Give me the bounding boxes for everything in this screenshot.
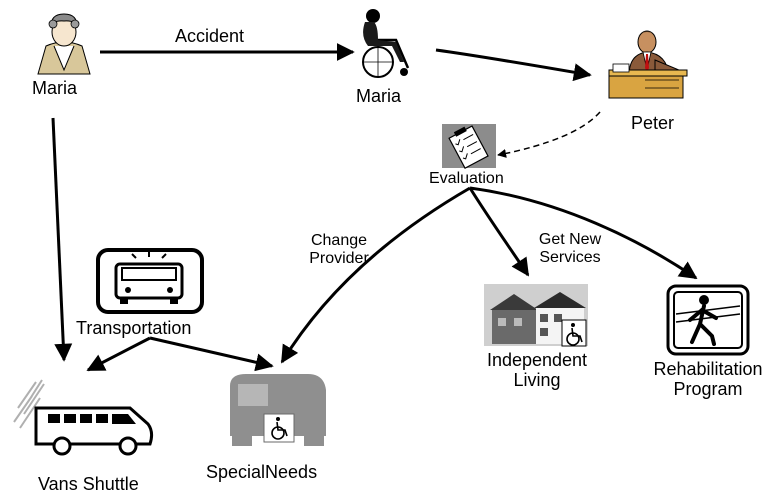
change-provider-line-1: Change — [310, 232, 368, 249]
man-at-desk-icon — [608, 30, 688, 99]
arrows — [51, 43, 698, 372]
arrow-evaluation-to-independent — [468, 187, 530, 277]
arrow-transport-to-vans — [86, 336, 151, 372]
bus-sign-icon — [96, 248, 204, 314]
edge-accident-label: Accident — [175, 26, 245, 46]
arrow-wheelchair-to-peter — [435, 48, 592, 82]
get-new-services-line-2: Services — [539, 249, 601, 266]
arrow-peter-to-evaluation — [497, 111, 601, 158]
rehab-line-2: Program — [673, 379, 743, 399]
woman-in-wheelchair-icon — [362, 9, 410, 78]
house-wheelchair-icon — [484, 284, 588, 347]
arrow-evaluation-to-specialneeds — [280, 186, 471, 364]
accessible-van-icon — [230, 374, 326, 446]
arrow-maria-to-vans — [51, 117, 73, 362]
arrow-evaluation-to-rehab — [469, 186, 698, 280]
walking-person-icon — [666, 284, 750, 356]
node-transportation-label: Transportation — [76, 318, 192, 338]
node-evaluation-label: Evaluation — [429, 170, 504, 187]
rehab-line-1: Rehabilitation — [653, 359, 763, 379]
arrow-transport-to-specialneeds — [149, 336, 274, 372]
get-new-services-line-1: Get New — [538, 231, 602, 248]
clipboard-checklist-icon — [442, 124, 496, 170]
edge-get-new-services-label: Get New Services — [524, 231, 616, 267]
independent-living-line-1: Independent — [486, 350, 588, 370]
node-independent-living-label: Independent Living — [470, 350, 604, 390]
woman-portrait-icon — [37, 13, 91, 75]
change-provider-line-2: Provider — [309, 250, 369, 267]
node-maria-start-label: Maria — [32, 78, 78, 98]
node-maria-wheelchair-label: Maria — [356, 86, 402, 106]
edge-change-provider-label: Change Provider — [296, 232, 382, 268]
node-rehab-label: Rehabilitation Program — [636, 359, 778, 399]
node-peter-label: Peter — [631, 113, 675, 133]
node-specialneeds-label: SpecialNeeds — [206, 462, 318, 482]
independent-living-line-2: Living — [513, 370, 561, 390]
node-vans-shuttle-label: Vans Shuttle — [38, 474, 139, 494]
shuttle-van-icon — [13, 379, 154, 456]
